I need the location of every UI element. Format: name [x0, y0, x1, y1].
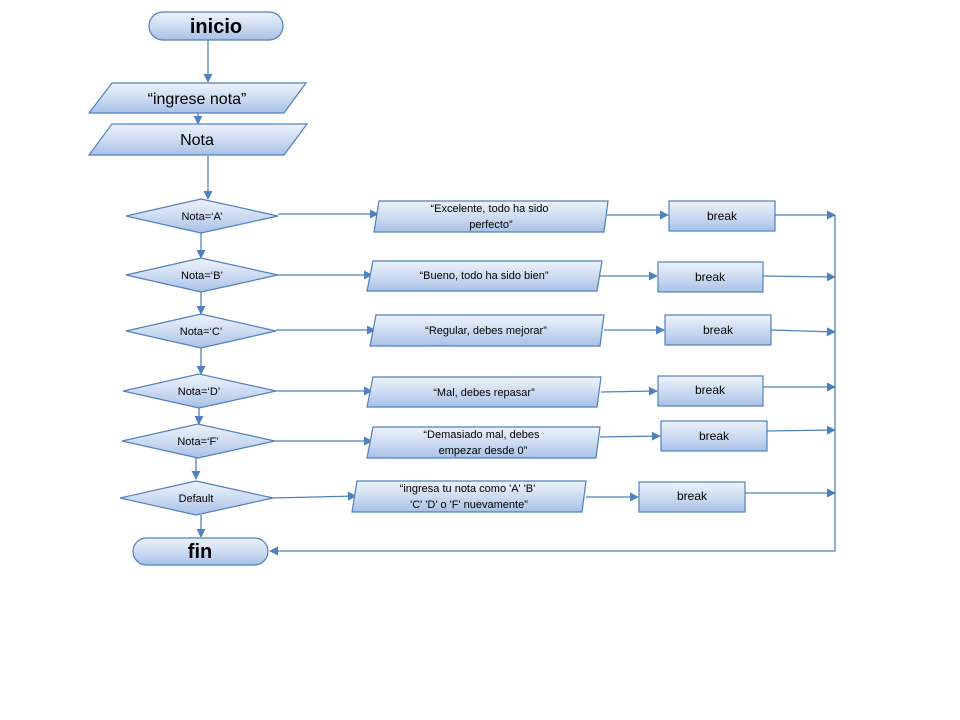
message-default-label: “ingresa tu nota como 'A' 'B' 'C' 'D' o …: [400, 483, 539, 511]
break-case-c-label: break: [703, 323, 734, 337]
message-case-d: [366, 376, 602, 408]
break-case-b: [657, 261, 764, 293]
break-default: [638, 481, 746, 513]
message-default: [351, 480, 587, 513]
decision-default-label: Default: [179, 493, 214, 505]
decision-case-b: [125, 257, 279, 293]
message-case-f: [366, 426, 601, 459]
decision-case-d: [122, 373, 277, 409]
input-nota: Nota: [87, 123, 309, 156]
decision-case-f: [121, 423, 276, 459]
message-case-a-line-1: “Excelente, todo ha sido: [430, 203, 548, 215]
arrow-collector-to-end: [269, 215, 836, 556]
start-shape: [148, 11, 284, 41]
case-c-row: Nota=‘C’ “Regular, debes mejorar” break: [125, 313, 772, 349]
prompt-output: “ingrese nota”: [87, 82, 308, 114]
start-label: inicio: [190, 16, 242, 38]
arrow-msg-f-to-break: [599, 431, 661, 441]
decision-case-c: [125, 313, 277, 349]
message-case-b: [366, 260, 603, 292]
message-default-line-1: “ingresa tu nota como 'A' 'B': [400, 483, 536, 495]
break-default-label: break: [677, 489, 708, 503]
message-case-b-label: “Bueno, todo ha sido bien”: [419, 270, 548, 282]
case-d-row: Nota=‘D’ “Mal, debes repasar” break: [122, 373, 764, 409]
message-case-a-line-2: perfecto”: [469, 219, 513, 231]
arrow-default-to-msg: [272, 491, 357, 501]
connectors: [191, 40, 836, 556]
break-case-f: [660, 420, 768, 452]
end-label: fin: [188, 541, 212, 563]
input-label: Nota: [180, 132, 214, 149]
break-case-c: [664, 314, 772, 346]
message-case-d-label: “Mal, debes repasar”: [433, 387, 535, 399]
case-b-row: Nota=‘B’ “Bueno, todo ha sido bien” brea…: [125, 257, 764, 293]
message-default-line-2: 'C' 'D' o 'F' nuevamente”: [410, 499, 528, 511]
break-case-f-label: break: [699, 429, 730, 443]
message-case-f-line-2: empezar desde 0”: [439, 445, 528, 457]
case-a-row: Nota=‘A’ “Excelente, todo ha sido perfec…: [125, 198, 776, 234]
start-terminator: inicio: [148, 11, 284, 41]
end-terminator: fin: [132, 537, 269, 566]
break-case-a-label: break: [707, 209, 738, 223]
message-case-c-label: “Regular, debes mejorar”: [425, 325, 547, 337]
break-case-d: [657, 375, 764, 407]
decision-case-a: [125, 198, 279, 234]
message-case-c: [369, 314, 605, 347]
decision-case-b-label: Nota=‘B’: [181, 270, 223, 282]
decision-case-f-label: Nota=‘F’: [177, 436, 218, 448]
message-case-f-line-1: “Demasiado mal, debes: [423, 429, 540, 441]
break-case-d-label: break: [695, 383, 726, 397]
arrow-break-c-to-collector: [770, 327, 836, 337]
arrow-break-f-to-collector: [766, 425, 836, 435]
decision-case-a-label: Nota=‘A’: [181, 211, 222, 223]
arrow-msg-d-to-break: [600, 386, 658, 396]
break-case-a: [668, 200, 776, 232]
input-shape: [87, 123, 309, 156]
decision-default: [119, 480, 274, 516]
prompt-shape: [87, 82, 308, 114]
message-case-f-label: “Demasiado mal, debes empezar desde 0”: [423, 429, 542, 457]
message-case-a-label: “Excelente, todo ha sido perfecto”: [430, 203, 551, 231]
decision-case-c-label: Nota=‘C’: [180, 326, 223, 338]
arrow-break-b-to-collector: [762, 272, 836, 282]
break-case-b-label: break: [695, 270, 726, 284]
case-f-row: Nota=‘F’ “Demasiado mal, debes empezar d…: [121, 420, 768, 459]
decision-case-d-label: Nota=‘D’: [178, 386, 221, 398]
end-shape: [132, 537, 269, 566]
case-default-row: Default “ingresa tu nota como 'A' 'B' 'C…: [119, 480, 746, 516]
message-case-a: [373, 200, 609, 233]
prompt-label: “ingrese nota”: [148, 91, 247, 108]
